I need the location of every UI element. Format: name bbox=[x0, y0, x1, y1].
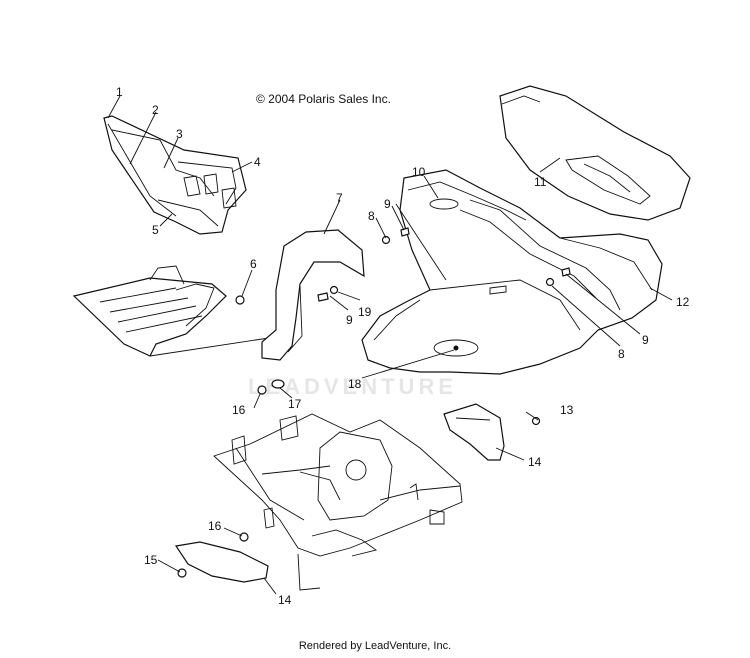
callout-10: 10 bbox=[412, 165, 426, 179]
callout-16-lower: 16 bbox=[208, 519, 222, 533]
callout-4: 4 bbox=[254, 155, 261, 169]
callout-16-upper: 16 bbox=[232, 403, 246, 417]
callout-9-center: 9 bbox=[346, 313, 353, 327]
skid-plate-lower bbox=[174, 541, 269, 583]
footwell-floor bbox=[72, 265, 283, 357]
fender-flap bbox=[261, 229, 365, 361]
callout-17: 17 bbox=[288, 397, 302, 411]
skid-plate-upper bbox=[443, 403, 505, 461]
callout-3: 3 bbox=[176, 127, 183, 141]
side-panel-assembly bbox=[103, 115, 247, 235]
hardware bbox=[177, 227, 571, 578]
callout-9-right: 9 bbox=[642, 333, 649, 347]
callout-9-upper: 9 bbox=[384, 197, 391, 211]
callout-14-lower: 14 bbox=[278, 593, 292, 607]
frame bbox=[213, 413, 463, 591]
footer-credit: Rendered by LeadVenture, Inc. bbox=[298, 640, 452, 652]
callout-7: 7 bbox=[336, 191, 343, 205]
callout-18: 18 bbox=[348, 377, 362, 391]
callout-14-upper: 14 bbox=[528, 455, 542, 469]
callout-15: 15 bbox=[144, 553, 158, 567]
callout-11: 11 bbox=[534, 175, 547, 189]
seat-cover bbox=[499, 85, 691, 221]
leader-lines bbox=[107, 95, 673, 595]
copyright-notice: © 2004 Polaris Sales Inc. bbox=[256, 92, 391, 106]
callout-2: 2 bbox=[152, 103, 159, 117]
callout-13: 13 bbox=[560, 403, 574, 417]
callout-labels: 1 2 3 4 5 6 7 8 8 9 9 9 10 11 12 13 14 1… bbox=[116, 85, 690, 607]
callout-12: 12 bbox=[676, 295, 690, 309]
callout-19: 19 bbox=[358, 305, 372, 319]
callout-5: 5 bbox=[152, 223, 159, 237]
callout-8-right: 8 bbox=[618, 347, 625, 361]
callout-6: 6 bbox=[250, 257, 257, 271]
callout-8-upper: 8 bbox=[368, 209, 375, 223]
callout-1: 1 bbox=[116, 85, 123, 99]
